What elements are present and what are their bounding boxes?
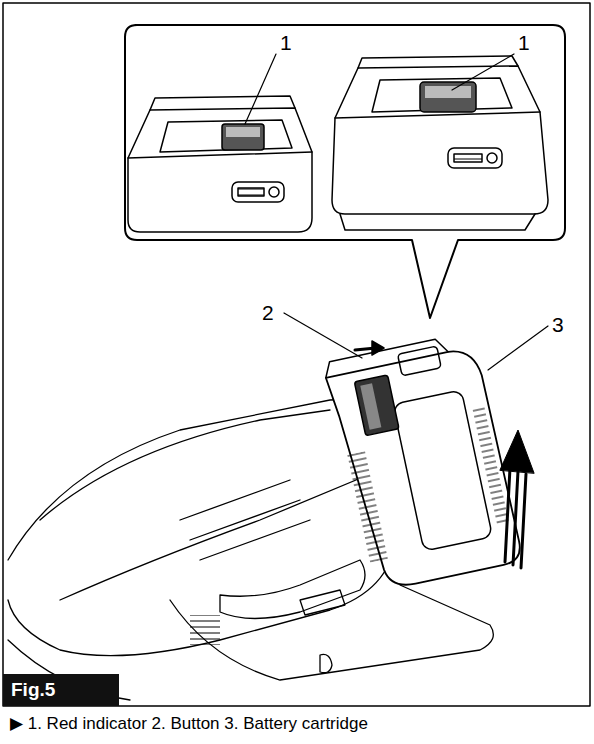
figure-tab: Fig.5 xyxy=(3,674,119,706)
battery-large xyxy=(332,56,548,230)
callout-number: 3 xyxy=(552,314,564,335)
battery-cartridge xyxy=(323,331,523,593)
direction-arrow xyxy=(500,430,534,568)
battery-small xyxy=(128,96,312,232)
frame xyxy=(3,3,590,706)
callout-number: 1 xyxy=(280,32,292,53)
callout-number: 2 xyxy=(262,302,274,323)
callout-number: 1 xyxy=(518,32,530,53)
callout-bubble xyxy=(125,25,565,318)
figure-caption: ▶ 1. Red indicator 2. Button 3. Battery … xyxy=(10,713,368,734)
figure-number: Fig.5 xyxy=(11,679,111,701)
